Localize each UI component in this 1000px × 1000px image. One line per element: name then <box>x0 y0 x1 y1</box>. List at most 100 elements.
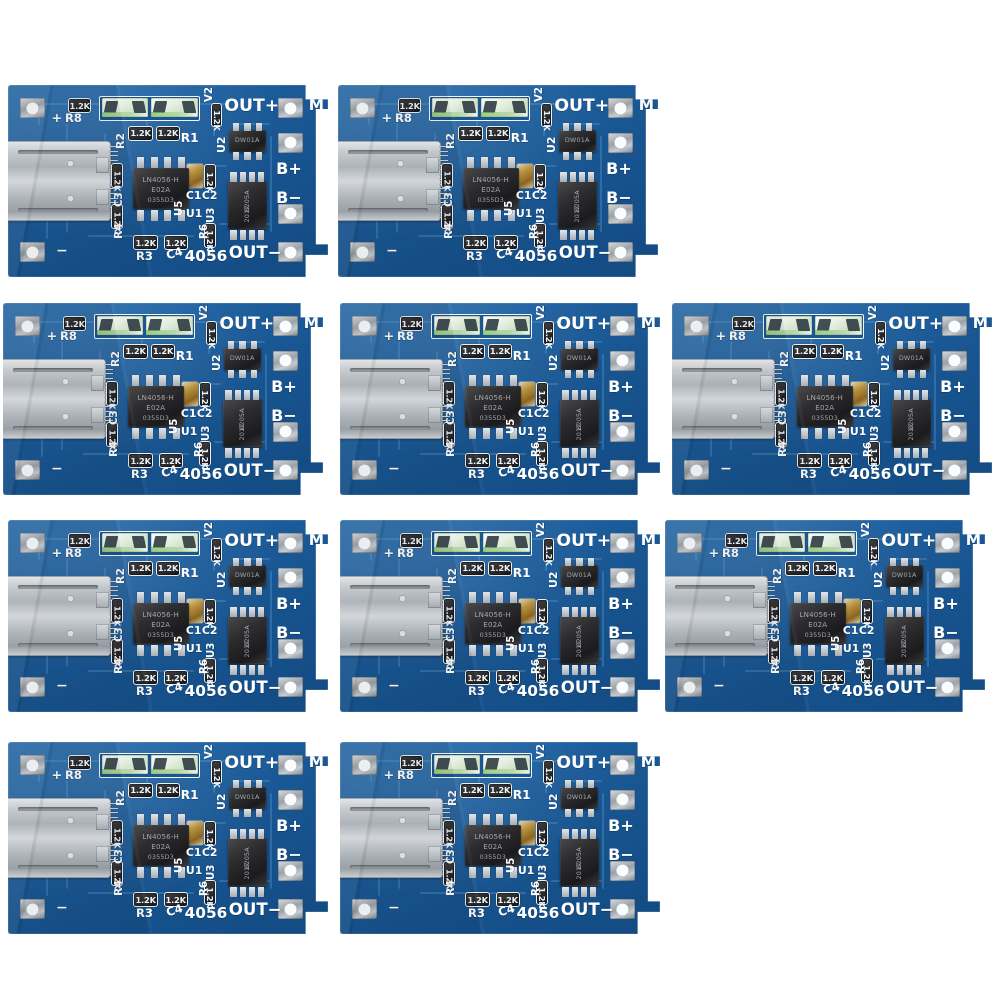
plus-pad[interactable] <box>20 755 46 776</box>
out-minus-pad[interactable] <box>278 899 304 920</box>
b-minus-pad[interactable] <box>935 639 961 659</box>
out-minus-pad[interactable] <box>610 899 636 920</box>
usb-c-connector[interactable] <box>3 359 107 439</box>
b-plus-pad[interactable] <box>610 568 636 588</box>
b-plus-pad[interactable] <box>273 351 299 371</box>
out-plus-pad[interactable] <box>278 98 304 119</box>
out-minus-pad[interactable] <box>278 242 304 263</box>
silk-r4: R4 <box>768 657 782 674</box>
minus-pad[interactable] <box>20 677 46 698</box>
b-minus-pad[interactable] <box>278 861 304 881</box>
silk-r1: R1 <box>512 566 531 581</box>
usb-c-connector[interactable] <box>672 359 776 439</box>
resistor-code: 1.2K <box>112 170 123 192</box>
usb-pin <box>773 363 783 365</box>
minus-pad[interactable] <box>352 460 378 481</box>
b-plus-pad[interactable] <box>935 568 961 588</box>
capacitor-c1 <box>519 821 535 846</box>
usb-pin <box>109 145 119 147</box>
minus-pad[interactable] <box>677 677 703 698</box>
usb-c-connector[interactable] <box>665 576 769 656</box>
b-minus-pad[interactable] <box>278 639 304 659</box>
usb-c-connector[interactable] <box>338 141 442 221</box>
ic-leg <box>922 390 929 401</box>
resistor-code: 1.2K <box>206 327 217 349</box>
out-minus-pad[interactable] <box>935 677 961 698</box>
silk-out-minus: OUT− <box>885 678 939 697</box>
plus-pad[interactable] <box>684 316 710 337</box>
usb-c-connector[interactable] <box>8 576 112 656</box>
b-minus-pad[interactable] <box>273 422 299 442</box>
b-plus-pad[interactable] <box>278 790 304 810</box>
plus-pad[interactable] <box>15 316 41 337</box>
resistor-body <box>400 100 420 111</box>
plus-pad[interactable] <box>352 755 378 776</box>
ic-leg <box>842 375 850 387</box>
usb-c-connector[interactable] <box>340 359 444 439</box>
out-plus-pad[interactable] <box>608 98 634 119</box>
pcb-trace <box>889 558 928 561</box>
minus-pad[interactable] <box>684 460 710 481</box>
out-minus-pad[interactable] <box>610 460 636 481</box>
plus-pad[interactable] <box>350 98 376 119</box>
b-minus-pad[interactable] <box>610 639 636 659</box>
silk-u2: U2 <box>215 793 229 810</box>
usb-c-connector[interactable] <box>8 141 112 221</box>
pad-hole <box>26 680 40 694</box>
plus-pad[interactable] <box>352 316 378 337</box>
b-minus-pad[interactable] <box>610 861 636 881</box>
out-minus-pad[interactable] <box>278 677 304 698</box>
out-minus-pad[interactable] <box>610 677 636 698</box>
b-plus-pad[interactable] <box>942 351 968 371</box>
minus-pad[interactable] <box>350 242 376 263</box>
resistor-v2: 1.2K <box>210 537 223 565</box>
resistor-v2: 1.2K <box>210 759 223 787</box>
minus-pad[interactable] <box>352 677 378 698</box>
b-plus-pad[interactable] <box>278 568 304 588</box>
b-plus-pad[interactable] <box>610 351 636 371</box>
out-minus-pad[interactable] <box>273 460 299 481</box>
minus-pad[interactable] <box>20 899 46 920</box>
out-plus-pad[interactable] <box>935 533 961 554</box>
out-plus-pad[interactable] <box>610 755 636 776</box>
resistor-r8: 1.2K <box>725 533 749 548</box>
out-plus-pad[interactable] <box>942 316 968 337</box>
pad-hole <box>358 319 372 333</box>
out-plus-pad[interactable] <box>273 316 299 337</box>
ic-leg <box>580 829 588 840</box>
out-plus-pad[interactable] <box>278 533 304 554</box>
plus-pad[interactable] <box>20 98 46 119</box>
usb-pin <box>773 415 783 417</box>
ic-legs <box>230 808 265 817</box>
usb-c-connector[interactable] <box>340 798 444 878</box>
b-minus-pad[interactable] <box>942 422 968 442</box>
out-plus-pad[interactable] <box>278 755 304 776</box>
minus-pad[interactable] <box>20 242 46 263</box>
b-minus-pad[interactable] <box>278 204 304 224</box>
silk-u2: U2 <box>215 571 229 588</box>
usb-c-connector[interactable] <box>8 798 112 878</box>
out-plus-pad[interactable] <box>610 316 636 337</box>
b-plus-pad[interactable] <box>610 790 636 810</box>
out-minus-pad[interactable] <box>942 460 968 481</box>
out-plus-pad[interactable] <box>610 533 636 554</box>
minus-pad[interactable] <box>15 460 41 481</box>
plus-pad[interactable] <box>20 533 46 554</box>
b-minus-pad[interactable] <box>608 204 634 224</box>
pcb-trace <box>600 136 603 233</box>
resistor-body <box>727 535 747 546</box>
plus-pad[interactable] <box>352 533 378 554</box>
pad-hole <box>616 319 630 333</box>
b-plus-pad[interactable] <box>608 133 634 153</box>
b-minus-pad[interactable] <box>610 422 636 442</box>
ic-leg <box>571 886 578 897</box>
resistor-code: 1.2K <box>776 388 787 410</box>
usb-c-connector[interactable] <box>340 576 444 656</box>
pcb-trace <box>265 354 268 451</box>
b-plus-pad[interactable] <box>278 133 304 153</box>
minus-pad[interactable] <box>352 899 378 920</box>
plus-pad[interactable] <box>677 533 703 554</box>
resistor-code: 1.2K <box>829 455 851 466</box>
silk-v2: V2 <box>202 743 215 759</box>
out-minus-pad[interactable] <box>608 242 634 263</box>
